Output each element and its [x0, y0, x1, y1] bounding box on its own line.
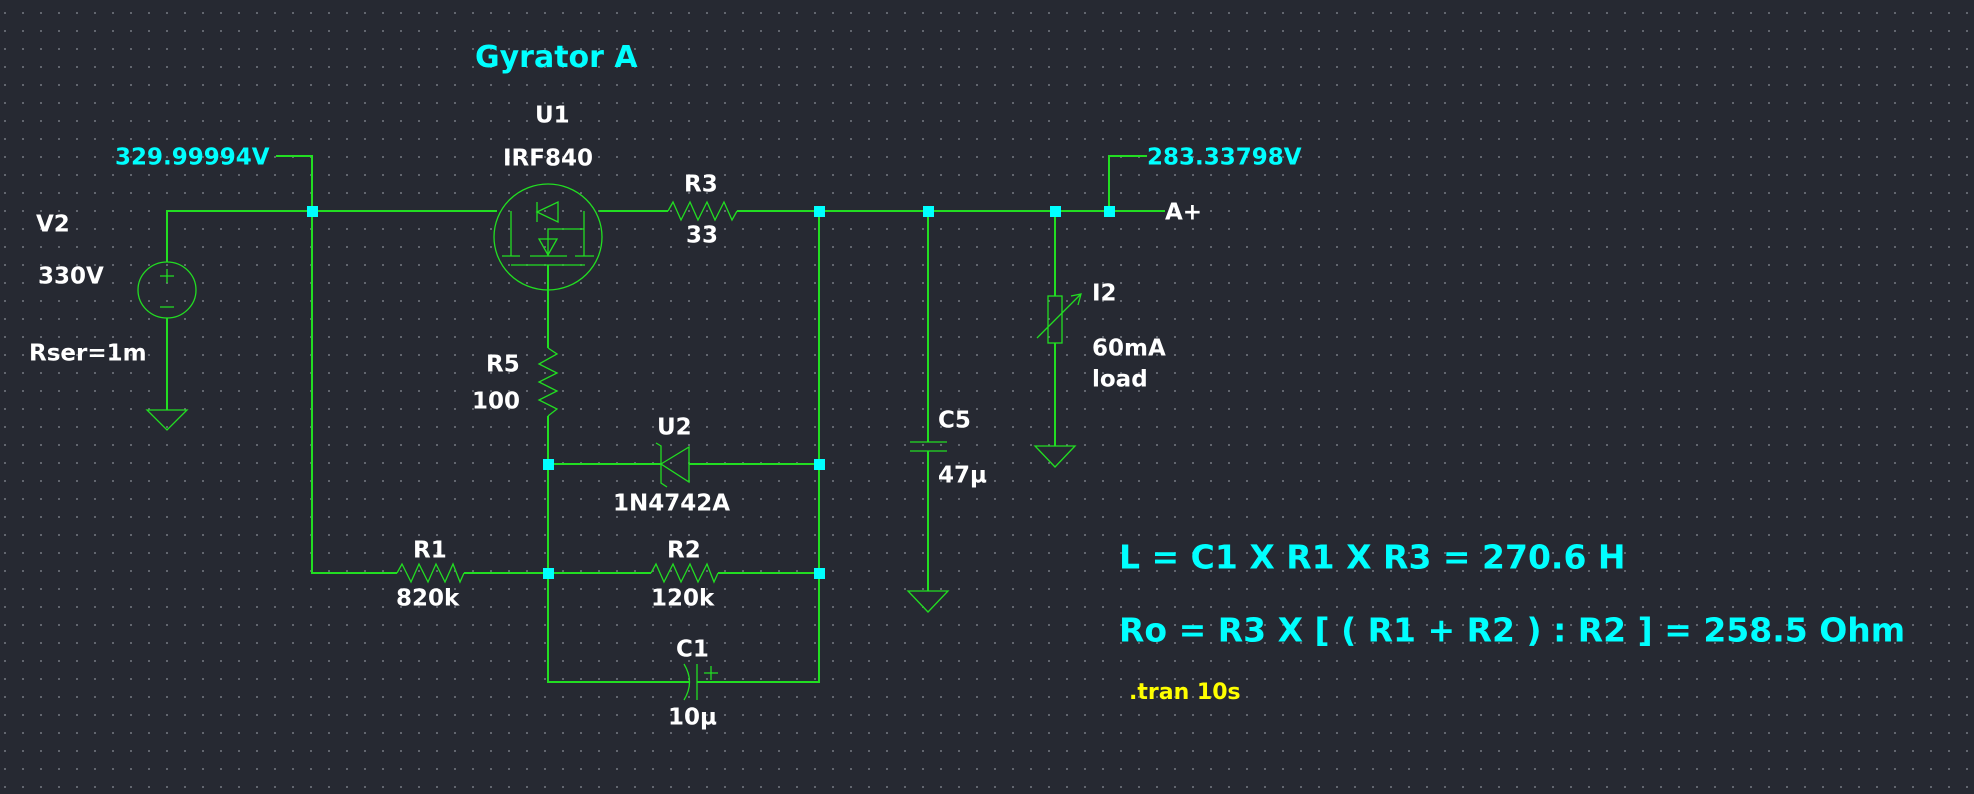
i2-name[interactable]: I2: [1092, 280, 1117, 307]
ground-icon: [145, 409, 189, 431]
wire-input-probe[interactable]: [276, 155, 397, 574]
capacitor-icon[interactable]: [910, 441, 947, 452]
nmos-transistor-icon[interactable]: [493, 183, 603, 291]
zener-diode-icon[interactable]: [655, 442, 690, 488]
r5-name[interactable]: R5: [486, 351, 520, 378]
c5-name[interactable]: C5: [938, 407, 971, 434]
r1-name[interactable]: R1: [413, 537, 447, 564]
c1-value[interactable]: 10µ: [668, 704, 717, 731]
resistor-icon[interactable]: [537, 347, 559, 417]
r2-value[interactable]: 120k: [651, 585, 715, 612]
i2-value2[interactable]: load: [1092, 366, 1148, 393]
u2-value[interactable]: 1N4742A: [613, 490, 731, 517]
inductance-annotation[interactable]: L = C1 X R1 X R3 = 270.6 H: [1119, 537, 1626, 577]
c1-name[interactable]: C1: [676, 636, 709, 663]
spice-directive[interactable]: .tran 10s: [1129, 680, 1241, 705]
output-resistance-annotation[interactable]: Ro = R3 X [ ( R1 + R2 ) : R2 ] = 258.5 O…: [1119, 610, 1906, 650]
input-voltage-probe[interactable]: 329.99994V: [115, 144, 270, 171]
v2-param[interactable]: Rser=1m: [29, 340, 147, 367]
resistor-icon[interactable]: [667, 200, 738, 222]
output-voltage-probe[interactable]: 283.33798V: [1147, 144, 1302, 171]
v2-name[interactable]: V2: [36, 211, 70, 238]
current-source-icon[interactable]: [1036, 293, 1082, 344]
v2-value[interactable]: 330V: [38, 263, 104, 290]
u1-name[interactable]: U1: [535, 102, 570, 129]
r1-value[interactable]: 820k: [396, 585, 460, 612]
resistor-icon[interactable]: [650, 562, 719, 584]
r3-name[interactable]: R3: [684, 171, 718, 198]
polarized-capacitor-icon[interactable]: [683, 663, 718, 701]
c5-value[interactable]: 47µ: [938, 462, 987, 489]
resistor-icon[interactable]: [396, 562, 465, 584]
r2-name[interactable]: R2: [667, 537, 701, 564]
wire-r5-node[interactable]: [547, 416, 689, 683]
u1-value[interactable]: IRF840: [503, 145, 593, 172]
wire-output-probe[interactable]: [1108, 155, 1147, 211]
voltage-source-icon[interactable]: [137, 261, 197, 319]
schematic-title: Gyrator A: [475, 40, 638, 75]
net-label-output[interactable]: A+: [1165, 199, 1203, 226]
r3-value[interactable]: 33: [686, 222, 719, 249]
junction-dots: [307, 206, 1115, 579]
r5-value[interactable]: 100: [472, 388, 521, 415]
wire-c1-right[interactable]: [697, 211, 820, 683]
i2-value[interactable]: 60mA: [1092, 335, 1166, 362]
ground-icon: [1033, 445, 1077, 468]
wire-top-rail-left[interactable]: [166, 210, 497, 262]
u2-name[interactable]: U2: [657, 414, 692, 441]
ground-icon: [906, 590, 950, 613]
